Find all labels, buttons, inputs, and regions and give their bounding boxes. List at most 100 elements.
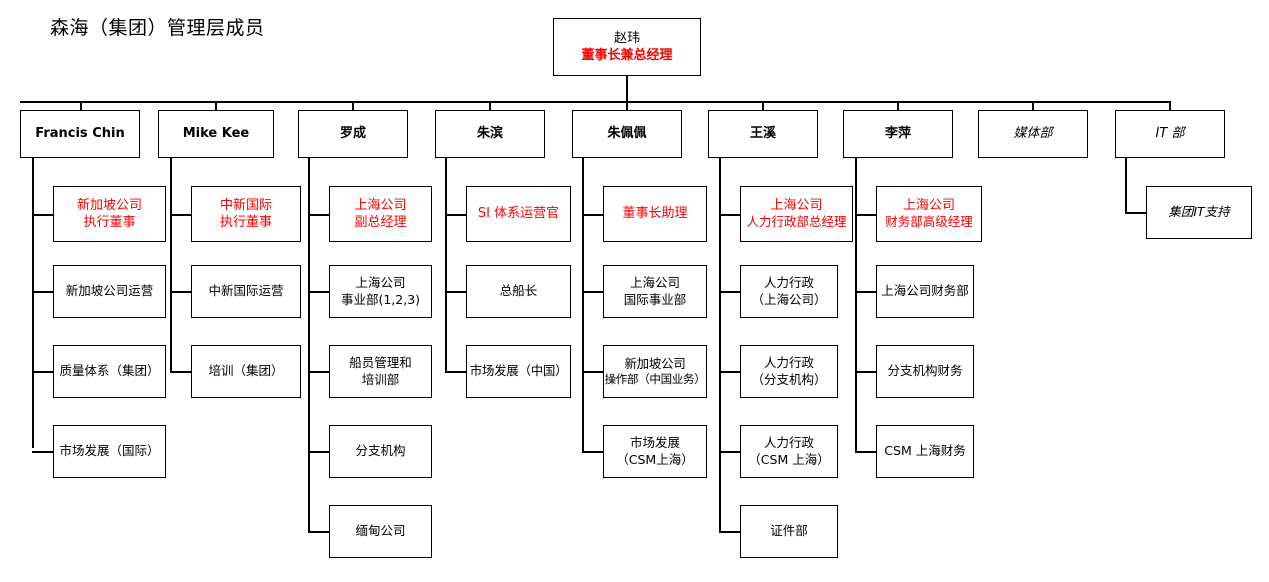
child-line-2: 国际事业部 <box>623 291 687 307</box>
node-c0-child-0[interactable]: 新加坡公司运营 <box>53 265 166 318</box>
connector-stub-c0-ch0 <box>32 291 54 293</box>
connector-stub-c3-ch1 <box>445 371 467 373</box>
connector-stub-c4-ch0 <box>582 291 604 293</box>
node-c2-child-1[interactable]: 船员管理和 培训部 <box>329 345 432 398</box>
connector-stub-c6-ch0 <box>855 291 877 293</box>
node-c0-child-2[interactable]: 市场发展（国际） <box>53 425 166 478</box>
node-c3-child-1[interactable]: 市场发展（中国） <box>466 345 571 398</box>
node-root-zhao-wei[interactable]: 赵玮 董事长兼总经理 <box>553 18 701 76</box>
node-c2-child-0[interactable]: 上海公司 事业部(1,2,3) <box>329 265 432 318</box>
child-label: 市场发展（中国） <box>469 363 568 379</box>
root-name: 赵玮 <box>613 30 640 46</box>
role-line-2: 执行董事 <box>83 215 136 230</box>
node-c5-child-2[interactable]: 人力行政 （CSM 上海） <box>740 425 838 478</box>
child-label: 缅甸公司 <box>355 523 406 539</box>
connector-stub-c0-ch2 <box>32 451 54 453</box>
node-c6-child-1[interactable]: 分支机构财务 <box>876 345 974 398</box>
node-c6-child-2[interactable]: CSM 上海财务 <box>876 425 974 478</box>
role-line-1: SI 体系运营官 <box>477 206 560 222</box>
child-line-1: 新加坡公司 <box>624 355 686 371</box>
node-c4-child-0[interactable]: 上海公司 国际事业部 <box>603 265 707 318</box>
child-label: 质量体系（集团） <box>59 363 160 379</box>
node-c4-child-1[interactable]: 新加坡公司 操作部（中国业务） <box>603 345 707 398</box>
head-label: Mike Kee <box>182 126 250 142</box>
child-label: 分支机构 <box>355 443 406 459</box>
connector-stub-c2-ch1 <box>308 371 330 373</box>
node-c5-child-3[interactable]: 证件部 <box>740 505 838 558</box>
node-c1-child-1[interactable]: 培训（集团） <box>191 345 301 398</box>
child-line-1: 人力行政 <box>763 275 814 290</box>
connector-stub-c3-ch0 <box>445 291 467 293</box>
connector-stub-c4-ch1 <box>582 371 604 373</box>
role-line-1: 董事长助理 <box>622 206 688 222</box>
child-line-2: 事业部(1,2,3) <box>340 291 421 307</box>
node-role-li-ping[interactable]: 上海公司 财务部高级经理 <box>876 186 982 242</box>
connector-drop-zhu-peipei <box>626 101 628 110</box>
child-line-1: 人力行政 <box>763 435 814 450</box>
connector-stub-c2-ch2 <box>308 451 330 453</box>
child-label: 中新国际运营 <box>208 283 284 299</box>
role-line-2: 执行董事 <box>219 215 272 230</box>
role-line-1: 中新国际 <box>219 197 272 213</box>
child-label: 培训（集团） <box>208 363 284 379</box>
connector-drop-li-ping <box>897 101 899 110</box>
head-label: 李萍 <box>884 126 911 142</box>
child-line-1: 上海公司 <box>629 275 680 290</box>
connector-stub-c5-ch2 <box>719 451 741 453</box>
node-c0-child-1[interactable]: 质量体系（集团） <box>53 345 166 398</box>
node-c3-child-0[interactable]: 总船长 <box>466 265 571 318</box>
node-c2-child-3[interactable]: 缅甸公司 <box>329 505 432 558</box>
connector-stub-c2-ch3 <box>308 531 330 533</box>
node-c2-child-2[interactable]: 分支机构 <box>329 425 432 478</box>
node-c5-child-0[interactable]: 人力行政 （上海公司） <box>740 265 838 318</box>
connector-spine-luo-cheng <box>308 158 310 531</box>
head-label: 朱佩佩 <box>607 126 647 142</box>
connector-stub-c5-ch3 <box>719 531 741 533</box>
connector-spine-wang-xi <box>719 158 721 531</box>
connector-stub-c5-role <box>719 214 741 216</box>
child-line-1: 人力行政 <box>763 355 814 370</box>
node-c1-child-0[interactable]: 中新国际运营 <box>191 265 301 318</box>
node-c5-child-1[interactable]: 人力行政 （分支机构） <box>740 345 838 398</box>
node-head-it-dept[interactable]: IT 部 <box>1115 110 1225 158</box>
connector-stub-c4-ch2 <box>582 451 604 453</box>
node-c8-child-0[interactable]: 集团IT支持 <box>1146 186 1252 239</box>
node-role-zhu-bin[interactable]: SI 体系运营官 <box>466 186 571 242</box>
connector-top-bus <box>20 101 1170 103</box>
connector-drop-zhu-bin <box>489 101 491 110</box>
connector-stub-c2-role <box>308 214 330 216</box>
connector-root-stem <box>626 76 628 102</box>
child-line-2: 操作部（中国业务） <box>604 372 706 387</box>
connector-drop-francis-chin <box>80 101 82 110</box>
connector-spine-francis-chin <box>32 158 34 448</box>
node-head-mike-kee[interactable]: Mike Kee <box>158 110 274 158</box>
node-role-wang-xi[interactable]: 上海公司 人力行政部总经理 <box>740 186 853 242</box>
connector-stub-c6-ch1 <box>855 371 877 373</box>
child-label: 证件部 <box>770 523 808 539</box>
node-head-wang-xi[interactable]: 王溪 <box>708 110 818 158</box>
node-head-francis-chin[interactable]: Francis Chin <box>20 110 140 158</box>
connector-spine-zhu-peipei <box>582 158 584 451</box>
child-label: 市场发展（国际） <box>59 443 160 459</box>
node-c4-child-2[interactable]: 市场发展 （CSM上海） <box>603 425 707 478</box>
child-line-1: 上海公司 <box>355 275 406 290</box>
node-head-luo-cheng[interactable]: 罗成 <box>298 110 408 158</box>
node-role-luo-cheng[interactable]: 上海公司 副总经理 <box>329 186 432 242</box>
node-head-li-ping[interactable]: 李萍 <box>843 110 953 158</box>
node-role-francis-chin[interactable]: 新加坡公司 执行董事 <box>53 186 166 242</box>
child-label: CSM 上海财务 <box>884 443 966 459</box>
node-role-mike-kee[interactable]: 中新国际 执行董事 <box>191 186 301 242</box>
connector-spine-zhu-bin <box>445 158 447 371</box>
connector-stub-c0-ch1 <box>32 371 54 373</box>
connector-drop-media-dept <box>1032 101 1034 110</box>
node-head-media-dept[interactable]: 媒体部 <box>978 110 1088 158</box>
connector-stub-c1-ch0 <box>170 291 192 293</box>
node-head-zhu-bin[interactable]: 朱滨 <box>435 110 545 158</box>
connector-drop-luo-cheng <box>352 101 354 110</box>
head-label: 媒体部 <box>1013 126 1053 142</box>
child-line-2: （CSM上海） <box>616 451 694 467</box>
node-head-zhu-peipei[interactable]: 朱佩佩 <box>572 110 682 158</box>
node-c6-child-0[interactable]: 上海公司财务部 <box>876 265 974 318</box>
node-role-zhu-peipei[interactable]: 董事长助理 <box>603 186 707 242</box>
